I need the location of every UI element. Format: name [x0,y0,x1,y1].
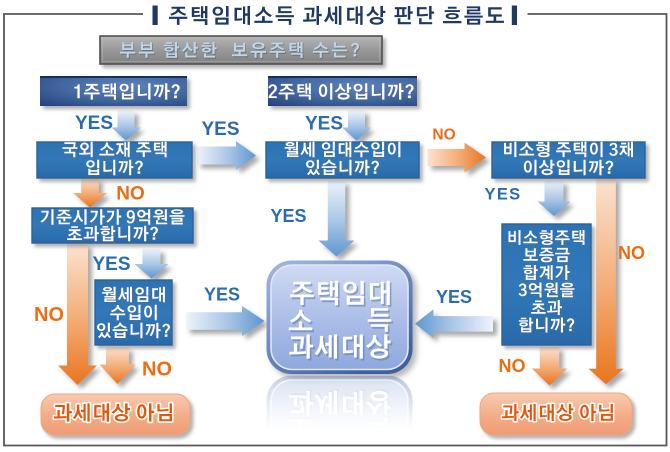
svg-text:YES: YES [204,285,240,305]
svg-text:YES: YES [270,206,306,226]
svg-text:YES: YES [75,113,113,134]
svg-text:NO: NO [432,127,455,144]
svg-text:YES: YES [485,186,522,204]
svg-text:YES: YES [436,287,472,307]
svg-text:YES: YES [92,254,130,275]
svg-text:NO: NO [142,359,172,381]
svg-text:NO: NO [499,356,526,376]
svg-text:NO: NO [618,243,645,263]
svg-text:NO: NO [34,304,64,326]
svg-text:NO: NO [116,184,145,205]
svg-text:YES: YES [201,119,239,140]
svg-text:YES: YES [305,114,343,135]
